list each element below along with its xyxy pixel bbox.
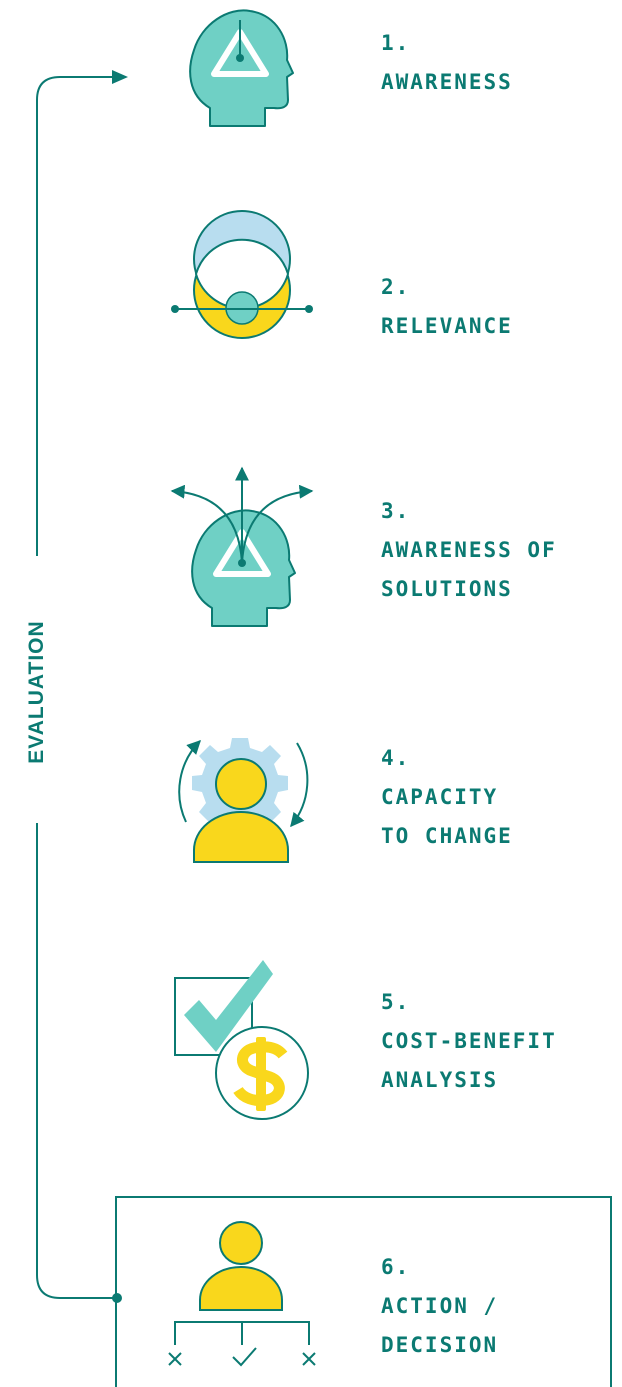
loop-line-lower [36,823,117,1299]
step-5-label: 5. COST-BENEFIT ANALYSIS [381,983,557,1100]
step-5-title-line-2: ANALYSIS [381,1068,499,1092]
step-1-label: 1. AWARENESS [381,24,513,102]
step-3-label: 3. AWARENESS OF SOLUTIONS [381,492,557,609]
step-3-number: 3. [381,499,411,523]
step-5-number: 5. [381,990,411,1014]
eye-venn-icon [171,210,313,339]
step-6-label: 6. ACTION / DECISION [381,1248,498,1365]
step-4-number: 4. [381,746,411,770]
step-6-title-line-2: DECISION [381,1333,499,1357]
step-1-number: 1. [381,31,411,55]
step-6-number: 6. [381,1255,411,1279]
loop-line-upper [36,76,125,556]
checkbox-dollar-icon [174,960,309,1120]
evaluation-loop [36,70,128,1303]
person-gear-icon [178,738,309,863]
step-5-title-line-1: COST-BENEFIT [381,1029,557,1053]
step-3-title-line-2: SOLUTIONS [381,577,513,601]
loop-arrowhead [112,70,128,84]
step-1-title-line-1: AWARENESS [381,70,513,94]
person-decision-icon [168,1221,316,1367]
step-6-title-line-1: ACTION / [381,1294,499,1318]
head-warning-icon [189,9,294,127]
step-2-number: 2. [381,275,411,299]
step-2-label: 2. RELEVANCE [381,268,513,346]
step-4-label: 4. CAPACITY TO CHANGE [381,739,513,856]
decision-frame [115,1196,612,1387]
head-arrows-icon [170,466,314,627]
step-4-title-line-1: CAPACITY [381,785,499,809]
step-2-title-line-1: RELEVANCE [381,314,513,338]
evaluation-label: EVALUATION [25,620,48,764]
step-4-title-line-2: TO CHANGE [381,824,513,848]
step-3-title-line-1: AWARENESS OF [381,538,557,562]
